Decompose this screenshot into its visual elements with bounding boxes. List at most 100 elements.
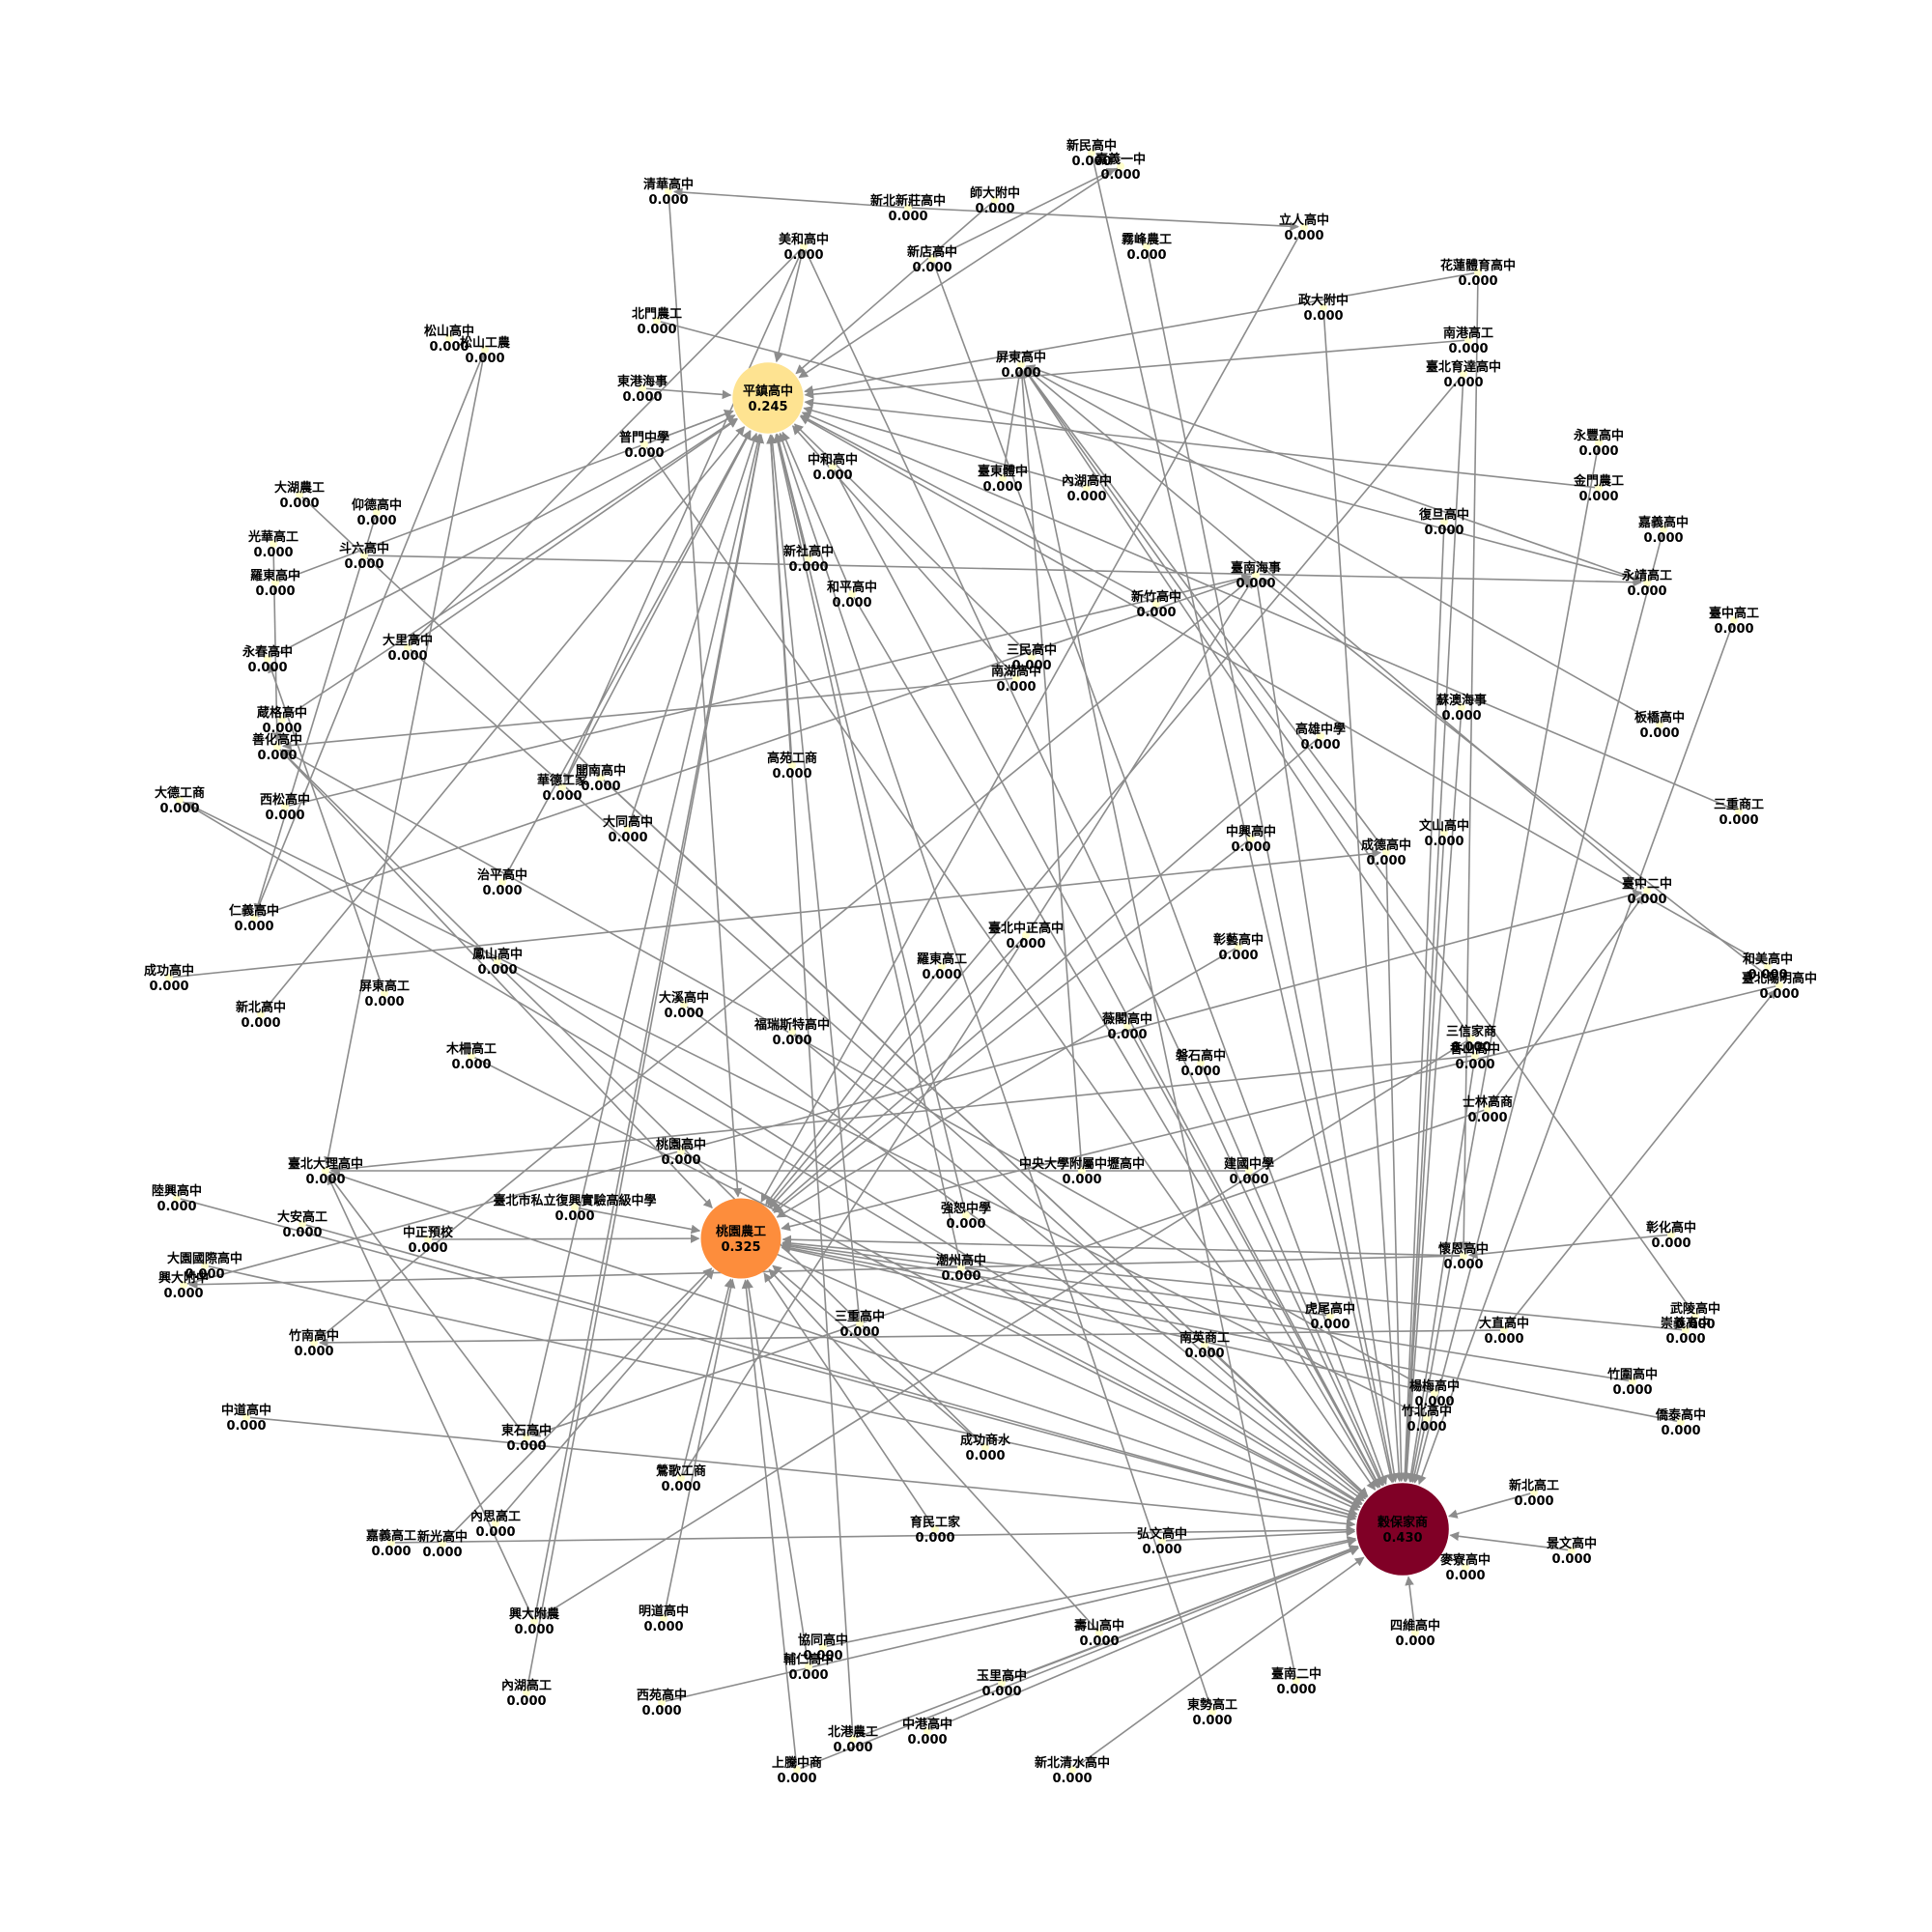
node-label: 南港高工 [1443, 326, 1493, 341]
node-score-label: 0.000 [1665, 1332, 1705, 1347]
node-label: 板橋高中 [1634, 710, 1685, 725]
graph-edge-143 [327, 1175, 526, 1437]
node-score-label: 0.000 [624, 446, 664, 461]
graph-edge-72 [497, 961, 1363, 1505]
node-label: 臺中高工 [1709, 606, 1759, 621]
node-label: 新店高中 [907, 244, 957, 260]
node-score-label: 0.000 [661, 1153, 700, 1168]
graph-edge-17 [658, 320, 1643, 583]
node-score-label: 0.000 [371, 1545, 411, 1559]
node-label: 大安高工 [277, 1209, 327, 1225]
node-label: 壽山高中 [1074, 1618, 1124, 1634]
graph-edge-112 [781, 1243, 1680, 1423]
node-label: 南英商工 [1179, 1330, 1230, 1346]
node-label: 屏東高工 [359, 979, 410, 994]
graph-edge-32 [253, 513, 378, 914]
node-score-label: 0.245 [748, 400, 787, 414]
node-marker-677f6a4b9ad84e2d [1656, 721, 1663, 728]
node-score-label: 0.000 [344, 557, 384, 572]
node-label: 虎尾高中 [1305, 1301, 1355, 1317]
graph-edge-123 [1442, 1552, 1465, 1567]
node-marker-59276e568fb25de5 [296, 491, 303, 498]
node-score-label: 0.000 [429, 340, 469, 355]
node-marker-4e2d548c9ad84e2d [829, 463, 837, 470]
node-score-label: 0.000 [1551, 1552, 1591, 1567]
node-score-label: 0.000 [257, 749, 297, 763]
node-label: 中央大學附屬中壢高中 [1019, 1156, 1145, 1172]
node-score-label: 0.000 [1066, 490, 1106, 504]
graph-edge-48 [793, 423, 1032, 657]
node-label: 復旦高中 [1418, 507, 1469, 523]
node-score-label: 0.000 [1661, 1424, 1700, 1438]
node-score-label: 0.000 [506, 1694, 546, 1709]
graph-edge-45 [408, 418, 738, 647]
node-score-label: 0.000 [1627, 893, 1666, 907]
node-marker-9ad896c44e2d5b78 [1317, 732, 1324, 740]
node-label: 大同高中 [603, 814, 653, 830]
node-score-label: 0.000 [255, 584, 295, 599]
node-score-label: 0.000 [1011, 659, 1051, 673]
node-marker-78d077f39ad84e2d [1197, 1059, 1205, 1066]
graph-edge-90 [178, 1197, 1357, 1520]
node-marker-9ad882d15de55546 [788, 761, 796, 769]
graph-edge-129 [744, 1279, 810, 1665]
graph-edge-138 [741, 1279, 798, 1769]
node-marker-548c7f8e9ad84e2d [1764, 962, 1772, 970]
graph-edge-118 [763, 1272, 935, 1529]
node-score-label: 0.000 [542, 789, 582, 804]
node-marker-4e0991cd9ad84e2d [856, 1320, 864, 1327]
graph-edge-28 [804, 398, 1598, 489]
graph-edge-104 [1023, 368, 1695, 1316]
node-label: 高苑工商 [767, 751, 817, 766]
node-marker-6c3897569ad85de5 [1643, 579, 1651, 586]
node-score-label: 0.000 [1424, 524, 1463, 538]
node-marker-6cbb5e739ad84e2d [498, 878, 506, 886]
node-marker-51676e569ad85de5 [523, 1689, 530, 1696]
graph-edge-147 [319, 1329, 1503, 1348]
node-score-label: 0.000 [1079, 1634, 1119, 1649]
graph-edge-99 [781, 1235, 1463, 1257]
node-score-label: 0.000 [788, 560, 828, 575]
node-label: 成功高中 [144, 963, 194, 979]
graph-edge-25 [644, 444, 1377, 1491]
graph-edge-107 [781, 1238, 1685, 1331]
node-label: 東港海事 [617, 374, 668, 389]
node-label: 建國中學 [1224, 1156, 1274, 1172]
node-label: 中正預校 [403, 1225, 454, 1240]
node-score-label: 0.000 [1578, 490, 1618, 504]
node-marker-5c4f67719ad85de5 [381, 989, 388, 997]
node-marker-5f3760554e2d5b78 [962, 1211, 970, 1219]
node-marker-5f1865879ad84e2d [1158, 1537, 1166, 1545]
node-score-label: 0.000 [608, 831, 647, 845]
node-score-label: 0.000 [1052, 1772, 1092, 1786]
node-score-label: 0.000 [234, 920, 273, 934]
node-marker-677177f39ad84e2d [523, 1434, 530, 1441]
node-marker-51676e569ad84e2d [1083, 484, 1091, 492]
node-label: 新竹高中 [1131, 589, 1181, 605]
node-score-label: 0.000 [282, 1226, 322, 1240]
node-marker-7f8e548c9ad84e2d [800, 242, 808, 250]
graph-edge-110 [247, 1416, 1356, 1529]
node-score-label: 0.000 [262, 722, 301, 736]
graph-edge-126 [768, 1268, 1099, 1633]
